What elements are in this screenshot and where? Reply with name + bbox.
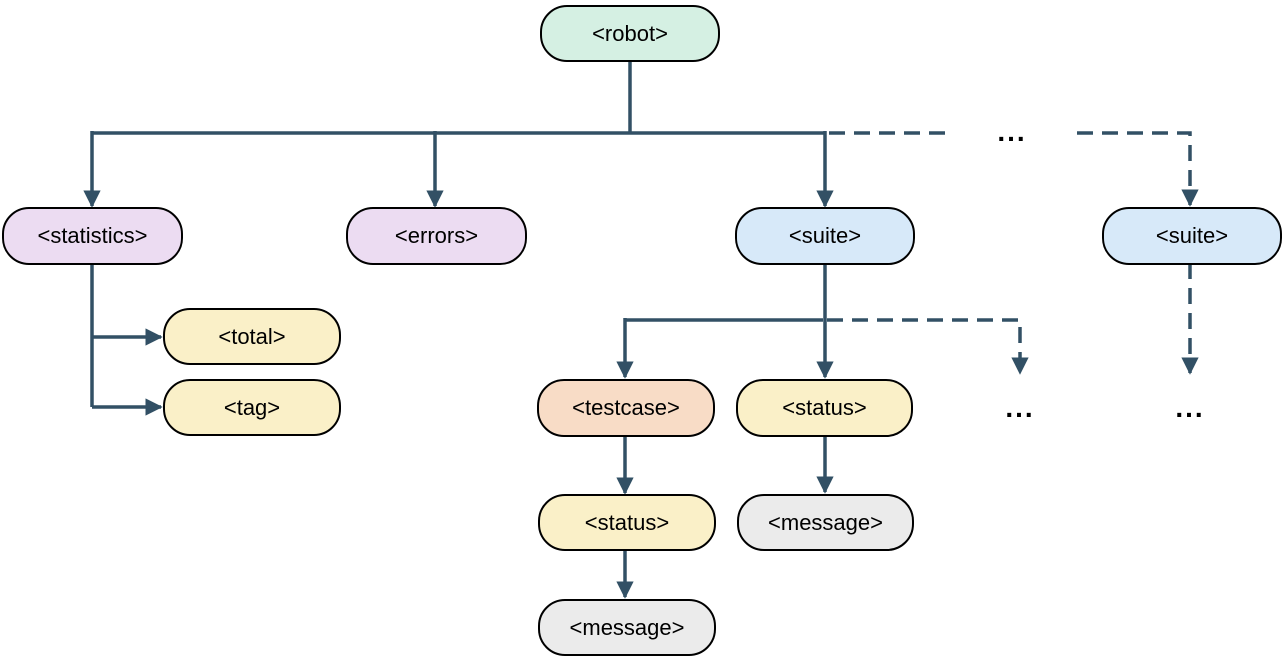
edge-suite-branch-dashed: [827, 318, 1029, 375]
node-tag: <tag>: [163, 379, 341, 436]
ellipsis-more-suite2-children: ...: [1175, 392, 1205, 423]
node-status-under-testcase: <status>: [538, 494, 716, 551]
node-suite-2: <suite>: [1102, 207, 1282, 265]
node-status-under-suite: <status>: [736, 379, 913, 437]
node-total: <total>: [163, 308, 341, 365]
ellipsis-more-suite-children: ...: [1005, 392, 1035, 423]
ellipsis-more-suites: ...: [997, 116, 1027, 147]
node-testcase: <testcase>: [537, 379, 715, 437]
edge-to-suite2-dashed: [1077, 131, 1199, 207]
node-message-under-status-testcase: <message>: [538, 599, 716, 656]
node-message-under-status-suite: <message>: [737, 494, 914, 551]
node-robot: <robot>: [540, 5, 720, 62]
node-errors: <errors>: [346, 207, 527, 265]
node-suite: <suite>: [735, 207, 915, 265]
node-statistics: <statistics>: [2, 207, 183, 265]
